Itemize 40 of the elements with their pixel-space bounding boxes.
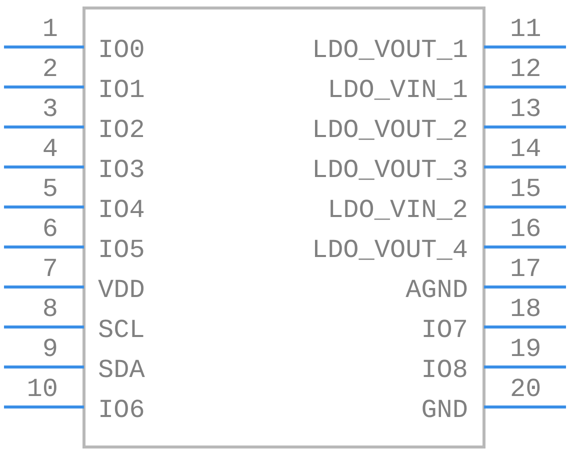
- pin-number: 20: [510, 375, 542, 403]
- pin-name: IO7: [421, 316, 468, 344]
- pin-number: 10: [26, 375, 58, 403]
- pin-name: IO0: [98, 36, 145, 64]
- pin-name: IO6: [98, 396, 145, 424]
- pin-number: 2: [42, 55, 58, 83]
- pin-name: IO1: [98, 76, 145, 104]
- pin-number: 1: [42, 15, 58, 43]
- pin-name: VDD: [98, 276, 145, 304]
- pin-name: IO3: [98, 156, 145, 184]
- pin-name: LDO_VOUT_3: [312, 156, 468, 184]
- pin-number: 16: [510, 215, 542, 243]
- pin-name: IO2: [98, 116, 145, 144]
- pin-name: LDO_VIN_2: [328, 196, 468, 224]
- pin-number: 12: [510, 55, 542, 83]
- pin-number: 9: [42, 335, 58, 363]
- pin-number: 19: [510, 335, 542, 363]
- pin-name: SCL: [98, 316, 145, 344]
- pin-number: 6: [42, 215, 58, 243]
- pin-number: 18: [510, 295, 542, 323]
- pin-number: 15: [510, 175, 542, 203]
- pin-number: 7: [42, 255, 58, 283]
- pin-name: LDO_VOUT_2: [312, 116, 468, 144]
- pin-name: IO8: [421, 356, 468, 384]
- pin-name: AGND: [406, 276, 468, 304]
- pin-name: SDA: [98, 356, 145, 384]
- pin-number: 3: [42, 95, 58, 123]
- pin-number: 5: [42, 175, 58, 203]
- pin-number: 4: [42, 135, 58, 163]
- pin-number: 8: [42, 295, 58, 323]
- pin-name: LDO_VOUT_1: [312, 36, 468, 64]
- pin-number: 11: [510, 15, 542, 43]
- pin-number: 14: [510, 135, 542, 163]
- pin-name: IO5: [98, 236, 145, 264]
- pin-name: LDO_VIN_1: [328, 76, 468, 104]
- pin-number: 17: [510, 255, 542, 283]
- pin-name: LDO_VOUT_4: [312, 236, 468, 264]
- pin-number: 13: [510, 95, 542, 123]
- pin-name: GND: [421, 396, 468, 424]
- pin-name: IO4: [98, 196, 145, 224]
